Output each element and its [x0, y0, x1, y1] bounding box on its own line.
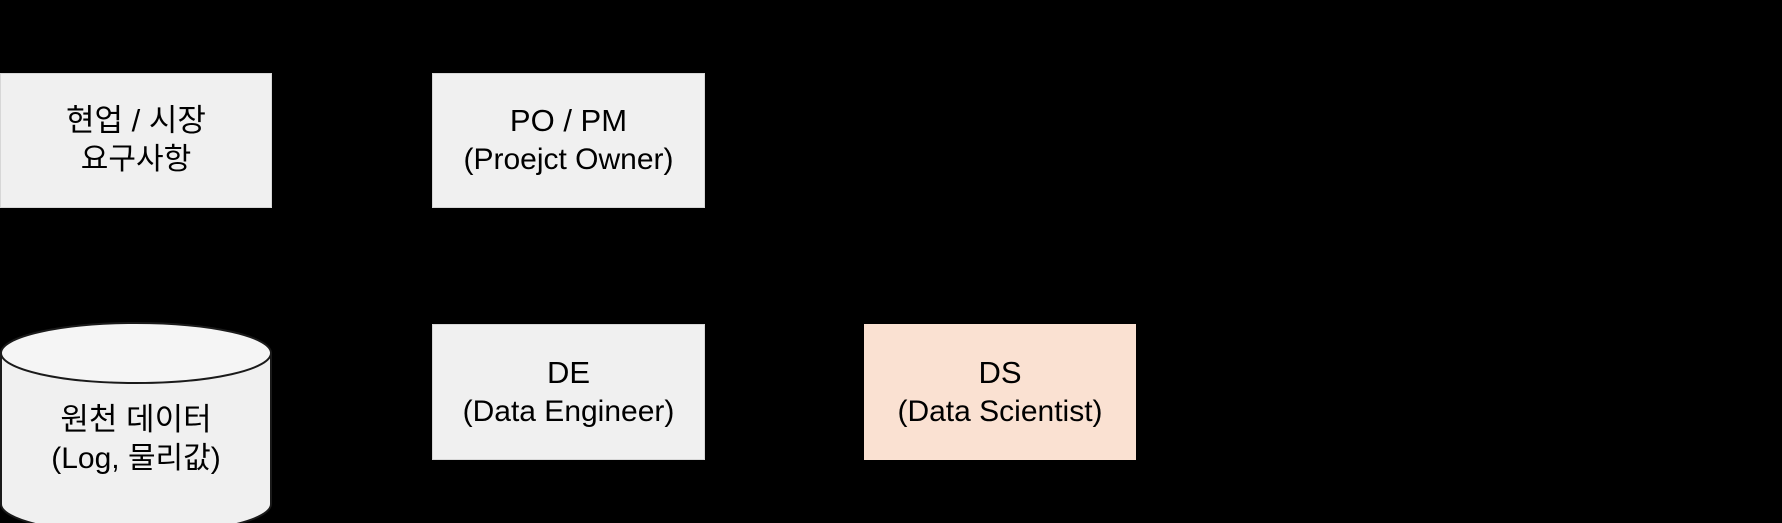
- node-label-line-1: 현업 / 시장: [66, 103, 206, 139]
- database-cylinder-icon: [0, 322, 272, 523]
- node-label-line-2: 요구사항: [80, 143, 192, 177]
- node-label-line-2: (Proejct Owner): [463, 143, 674, 177]
- node-po-pm[interactable]: PO / PM (Proejct Owner): [432, 73, 705, 208]
- node-label-line-1: DE: [546, 354, 591, 390]
- node-label-line-1: PO / PM: [509, 103, 628, 139]
- node-source-data[interactable]: 원천 데이터 (Log, 물리값): [0, 320, 272, 523]
- node-label-group: 원천 데이터 (Log, 물리값): [0, 320, 272, 523]
- node-business-market-requirements[interactable]: 현업 / 시장 요구사항: [0, 73, 272, 208]
- node-label-line-1: 원천 데이터: [60, 402, 212, 438]
- node-label-line-2: (Log, 물리값): [51, 442, 221, 476]
- node-label-line-2: (Data Scientist): [897, 394, 1103, 428]
- node-data-engineer[interactable]: DE (Data Engineer): [432, 324, 705, 460]
- node-label-line-1: DS: [978, 354, 1022, 390]
- node-label-line-2: (Data Engineer): [462, 394, 675, 428]
- node-data-scientist[interactable]: DS (Data Scientist): [864, 324, 1136, 460]
